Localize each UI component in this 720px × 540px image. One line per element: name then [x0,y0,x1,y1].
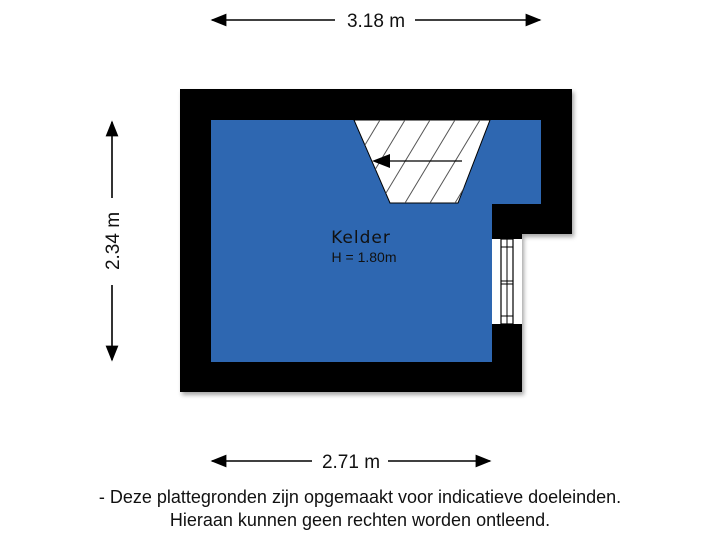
bottom-dimension: 2.71 m [210,452,492,473]
stair-direction-arrow-icon [372,154,390,168]
disclaimer-line-1: - Deze plattegronden zijn opgemaakt voor… [98,487,622,507]
bottom-dimension-label: 2.71 m [322,452,380,473]
room-height: H = 1.80m [332,249,397,265]
window [492,238,522,325]
room-name: Kelder [331,228,391,248]
disclaimer-line-2: Hieraan kunnen geen rechten worden ontle… [169,510,551,530]
top-dimension-label: 3.18 m [347,11,405,32]
left-dimension-label: 2.34 m [103,212,124,270]
left-dimension: 2.34 m [103,120,124,362]
top-dimension: 3.18 m [210,11,542,32]
